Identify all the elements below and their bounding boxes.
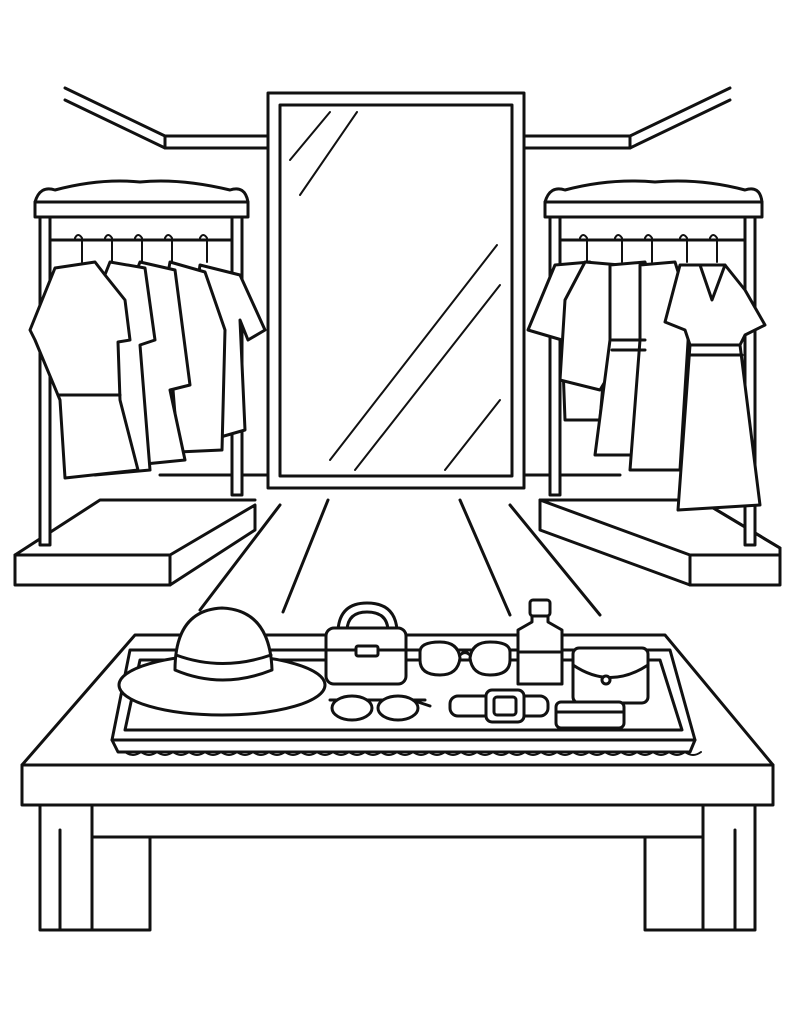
handbag <box>324 601 408 686</box>
clutch-purse <box>571 646 650 705</box>
ceiling-trim <box>63 86 732 150</box>
hanging-clothes-right <box>526 234 767 512</box>
wristwatch <box>448 688 550 724</box>
hanging-clothes-left <box>28 234 267 480</box>
left-clothing-rack <box>13 179 267 587</box>
perfume-bottle <box>516 598 564 686</box>
floor-lines <box>158 473 622 617</box>
right-clothing-rack <box>526 179 782 587</box>
hat <box>117 606 327 717</box>
mirror <box>266 91 526 490</box>
glasses <box>418 640 512 677</box>
wallet <box>554 700 626 730</box>
sunglasses <box>328 694 432 722</box>
